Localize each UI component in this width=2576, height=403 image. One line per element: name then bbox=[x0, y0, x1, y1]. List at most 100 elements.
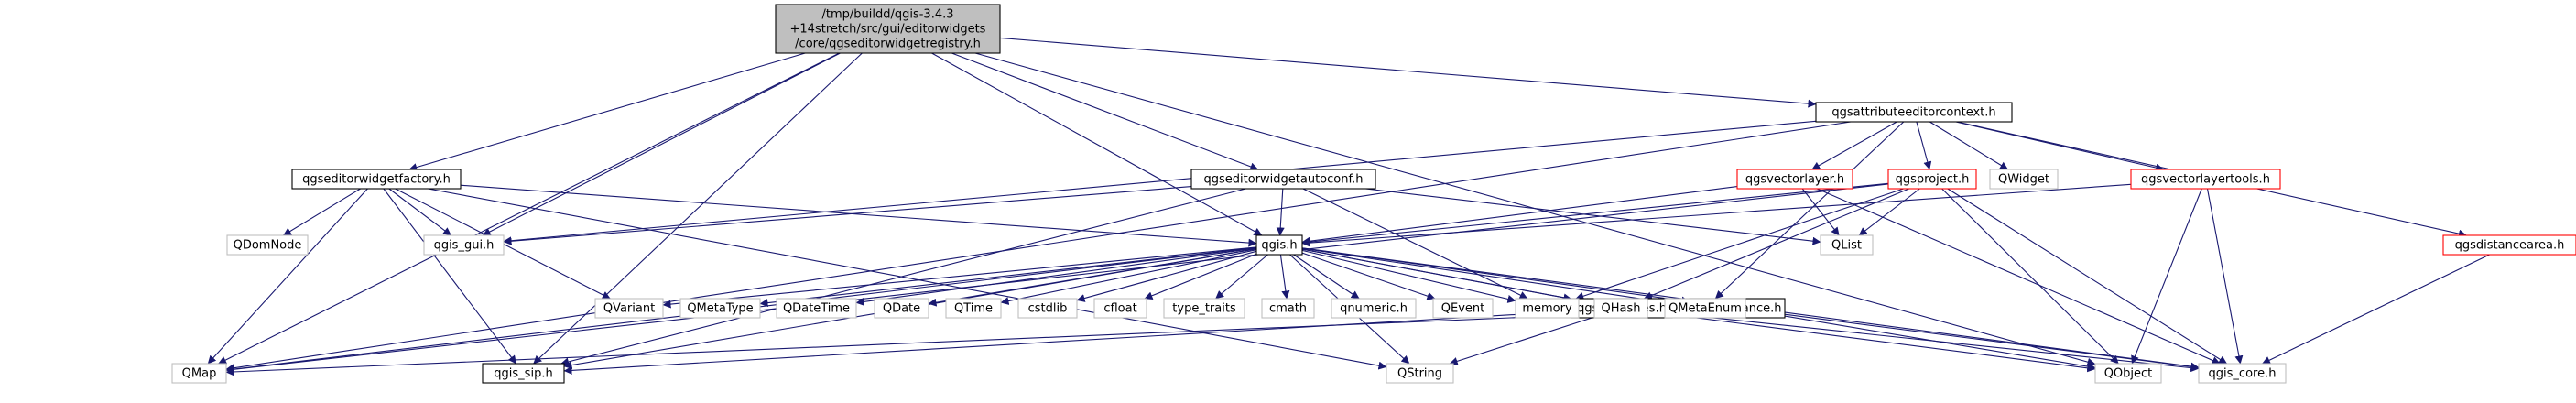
node-QObject[interactable]: QObject bbox=[2094, 363, 2162, 384]
node-box bbox=[594, 298, 664, 319]
edge-root-to-qgis_gui bbox=[482, 52, 841, 236]
node-qgseditorwidgetautoconf[interactable]: qgseditorwidgetautoconf.h bbox=[1190, 169, 1376, 190]
edge-qgseditorwidgetautoconf-to-memory bbox=[1302, 188, 1528, 300]
node-label: QMap bbox=[182, 367, 217, 381]
node-box bbox=[1190, 169, 1376, 190]
node-label: cstdlib bbox=[1028, 302, 1068, 316]
nodes: /tmp/buildd/qgis-3.4.3+14stretch/src/gui… bbox=[171, 4, 2576, 384]
node-cmath[interactable]: cmath bbox=[1261, 298, 1315, 319]
edge-qgsvectorlayertools-to-QObject bbox=[2131, 188, 2202, 365]
edge-qgseditorwidgetautoconf-to-qgis_sip bbox=[560, 188, 1246, 366]
edge-qgsproject-to-qgis_core bbox=[1947, 188, 2228, 365]
node-QHash[interactable]: QHash bbox=[1593, 298, 1648, 319]
node-qgsproject[interactable]: qgsproject.h bbox=[1887, 169, 1977, 190]
node-cfloat[interactable]: cfloat bbox=[1093, 298, 1147, 319]
node-QTime[interactable]: QTime bbox=[945, 298, 1002, 319]
node-label: QObject bbox=[2104, 367, 2153, 381]
node-box bbox=[482, 363, 565, 384]
node-qgis_sip[interactable]: qgis_sip.h bbox=[482, 363, 565, 384]
node-qgsattributeeditorcontext[interactable]: qgsattributeeditorcontext.h bbox=[1815, 102, 2013, 123]
node-label: memory bbox=[1522, 302, 1572, 316]
node-box bbox=[291, 169, 462, 190]
edge-root-to-qgseditorwidgetautoconf bbox=[951, 52, 1259, 171]
node-label: qgsvectorlayertools.h bbox=[2141, 173, 2270, 187]
node-box bbox=[2442, 234, 2576, 256]
node-box bbox=[1989, 169, 2059, 190]
edge-root-to-qgsattributeeditorcontext bbox=[999, 37, 1817, 108]
node-label: qgsdistancearea.h bbox=[2455, 239, 2565, 253]
node-label: QMetaType bbox=[687, 302, 753, 316]
edge-root-to-qgis bbox=[931, 52, 1263, 236]
node-qgis_core[interactable]: qgis_core.h bbox=[2198, 363, 2287, 384]
node-box bbox=[1664, 298, 1746, 319]
edge-qgsvectorlayer-to-qgis bbox=[1301, 186, 1738, 245]
node-QEvent[interactable]: QEvent bbox=[1432, 298, 1494, 319]
edge-root-to-qgis_sip bbox=[533, 52, 863, 365]
node-label: QDateTime bbox=[783, 302, 850, 316]
node-label: QList bbox=[1831, 239, 1862, 253]
node-memory[interactable]: memory bbox=[1515, 298, 1580, 319]
node-qgsvectorlayertools[interactable]: qgsvectorlayertools.h bbox=[2130, 169, 2281, 190]
edge-qgsvectorlayer-to-qgis_core bbox=[1816, 188, 2221, 365]
node-box bbox=[2094, 363, 2162, 384]
node-QWidget[interactable]: QWidget bbox=[1989, 169, 2059, 190]
node-qgis[interactable]: qgis.h bbox=[1255, 234, 1303, 256]
edge-qgis-to-QTime bbox=[1000, 249, 1257, 305]
node-label: qgis_core.h bbox=[2209, 367, 2277, 381]
node-QMetaType[interactable]: QMetaType bbox=[679, 298, 761, 319]
node-QVariant[interactable]: QVariant bbox=[594, 298, 664, 319]
node-label: qgseditorwidgetautoconf.h bbox=[1204, 173, 1364, 187]
node-label: QString bbox=[1397, 367, 1442, 381]
edge-qgsproject-to-qgis bbox=[1301, 182, 1889, 246]
edge-qgis-to-memory bbox=[1301, 249, 1516, 303]
node-box bbox=[1736, 169, 1853, 190]
node-box bbox=[945, 298, 1002, 319]
edge-qgis-to-cfloat bbox=[1144, 253, 1257, 300]
node-box bbox=[776, 298, 857, 319]
node-label: cfloat bbox=[1103, 302, 1136, 316]
edge-qgis-to-QMetaEnum bbox=[1301, 247, 1666, 306]
node-QString[interactable]: QString bbox=[1386, 363, 1454, 384]
node-label: QTime bbox=[954, 302, 993, 316]
node-QDomNode[interactable]: QDomNode bbox=[226, 234, 309, 256]
node-root[interactable]: /tmp/buildd/qgis-3.4.3+14stretch/src/gui… bbox=[775, 4, 1001, 54]
node-label: qgis_sip.h bbox=[494, 367, 552, 381]
edges bbox=[207, 37, 2490, 376]
node-label: qgseditorwidgetfactory.h bbox=[302, 173, 451, 187]
node-type_traits[interactable]: type_traits bbox=[1163, 298, 1245, 319]
node-qgseditorwidgetfactory[interactable]: qgseditorwidgetfactory.h bbox=[291, 169, 462, 190]
node-box bbox=[1887, 169, 1977, 190]
edge-qgis-to-QDateTime bbox=[855, 247, 1257, 306]
edge-root-to-qgseditorwidgetfactory bbox=[408, 52, 806, 171]
node-label: qgis.h bbox=[1261, 239, 1297, 253]
edge-qgseditorwidgetautoconf-to-qgis_gui bbox=[503, 186, 1192, 245]
edge-qgis-to-cmath bbox=[1279, 254, 1290, 300]
node-qnumeric[interactable]: qnumeric.h bbox=[1331, 298, 1417, 319]
edge-qgsproject-to-QList bbox=[1858, 188, 1920, 236]
node-qgis_gui[interactable]: qgis_gui.h bbox=[423, 234, 505, 256]
edge-qgis-to-type_traits bbox=[1215, 254, 1268, 300]
node-QDateTime[interactable]: QDateTime bbox=[776, 298, 857, 319]
edge-qgis-to-qnumeric bbox=[1293, 254, 1360, 300]
node-QList[interactable]: QList bbox=[1820, 234, 1874, 256]
node-label: qgsvectorlayer.h bbox=[1745, 173, 1844, 187]
node-label: /core/qgseditorwidgetregistry.h bbox=[795, 38, 981, 51]
node-QMap[interactable]: QMap bbox=[171, 363, 227, 384]
node-box bbox=[1093, 298, 1147, 319]
node-QMetaEnum[interactable]: QMetaEnum bbox=[1664, 298, 1746, 319]
edge-qgseditorwidgetfactory-to-QString bbox=[428, 188, 1387, 370]
edge-qgsattributeeditorcontext-to-qgis_gui bbox=[503, 120, 1817, 245]
node-box bbox=[423, 234, 505, 256]
node-qgsvectorlayer[interactable]: qgsvectorlayer.h bbox=[1736, 169, 1853, 190]
edge-qgsvectorlayertools-to-qgis_core bbox=[2206, 188, 2244, 365]
node-label: /tmp/buildd/qgis-3.4.3 bbox=[821, 8, 953, 22]
edge-qgswkbtypes-to-qgis_sip bbox=[563, 310, 1572, 375]
node-label: qnumeric.h bbox=[1340, 302, 1408, 316]
node-QDate[interactable]: QDate bbox=[874, 298, 929, 319]
edge-qgseditorwidgetfactory-to-qgis_sip bbox=[383, 188, 517, 365]
node-qgsdistancearea[interactable]: qgsdistancearea.h bbox=[2442, 234, 2576, 256]
node-box bbox=[171, 363, 227, 384]
node-label: QEvent bbox=[1441, 302, 1484, 316]
node-cstdlib[interactable]: cstdlib bbox=[1017, 298, 1078, 319]
